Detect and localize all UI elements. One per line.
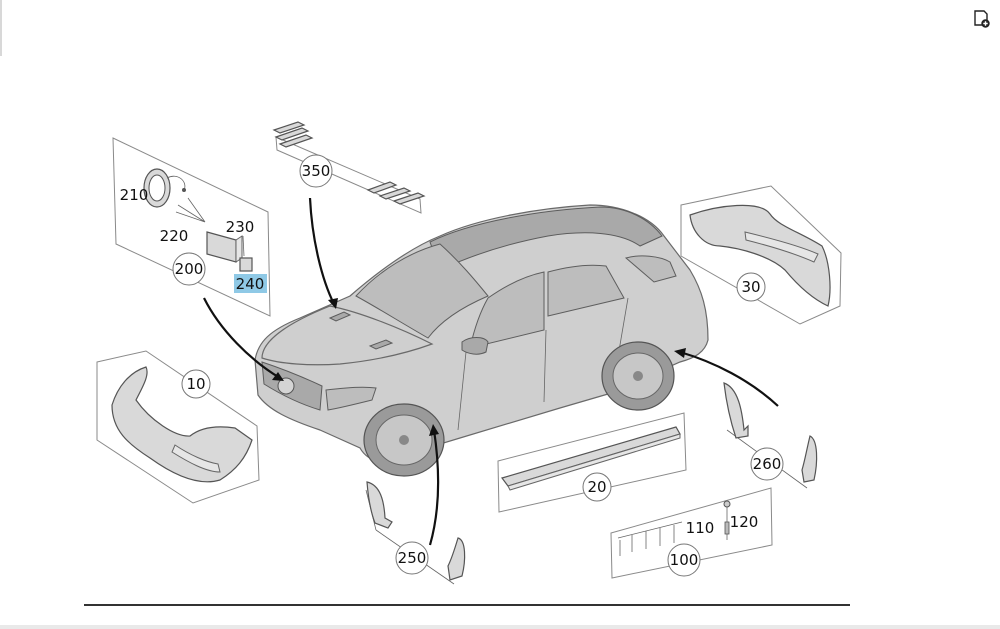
callout-110[interactable]: 110 [686, 519, 715, 537]
arrow-200 [203, 297, 284, 381]
panel-hood-vents [272, 121, 426, 214]
callout-100[interactable]: 100 [667, 543, 701, 577]
part-30-rear-bumper [689, 204, 831, 307]
bottom-scroll-strip [0, 625, 1000, 629]
part-110-clips [617, 521, 683, 556]
svg-text:200: 200 [175, 260, 204, 278]
bottom-divider [84, 604, 850, 606]
callout-20[interactable]: 20 [582, 472, 612, 502]
svg-text:350: 350 [302, 162, 331, 180]
svg-text:210: 210 [120, 186, 149, 204]
callout-10[interactable]: 10 [181, 369, 211, 399]
callout-120[interactable]: 120 [730, 513, 759, 531]
part-20-running-board [501, 426, 681, 491]
callout-210[interactable]: 210 [120, 186, 149, 204]
left-edge-bar [0, 0, 2, 56]
add-note-button[interactable] [970, 8, 992, 30]
panel-control-unit [112, 137, 271, 317]
callout-240-highlighted[interactable]: 240 [234, 274, 267, 293]
part-10-front-bumper [111, 366, 253, 483]
svg-text:100: 100 [670, 551, 699, 569]
callout-260[interactable]: 260 [750, 447, 784, 481]
panel-rear-bumper [680, 185, 842, 325]
part-350-vents [272, 121, 426, 205]
panel-trim-clips [610, 487, 773, 579]
callout-350[interactable]: 350 [299, 154, 333, 188]
arrow-250 [428, 424, 440, 546]
svg-text:240: 240 [236, 275, 265, 293]
svg-text:110: 110 [686, 519, 715, 537]
svg-text:10: 10 [186, 375, 205, 393]
part-210-sensor-ring [143, 168, 186, 208]
front-wheel [363, 403, 445, 477]
vehicle-illustration [254, 204, 709, 477]
note-add-icon [974, 10, 990, 28]
callout-200[interactable]: 200 [172, 252, 206, 286]
part-240-relay [239, 257, 253, 272]
svg-text:20: 20 [587, 478, 606, 496]
svg-text:230: 230 [226, 218, 255, 236]
callout-250[interactable]: 250 [395, 541, 429, 575]
part-230-module [206, 231, 243, 263]
callout-220[interactable]: 220 [160, 227, 189, 245]
svg-text:220: 220 [160, 227, 189, 245]
part-120-pin [723, 500, 731, 540]
rear-wheel [601, 341, 675, 411]
callout-230[interactable]: 230 [226, 218, 255, 236]
svg-text:250: 250 [398, 549, 427, 567]
svg-text:30: 30 [741, 278, 760, 296]
panel-running-board [497, 412, 687, 513]
svg-text:120: 120 [730, 513, 759, 531]
panel-front-bumper [96, 350, 260, 504]
arrow-350 [308, 197, 338, 309]
svg-text:260: 260 [753, 455, 782, 473]
arrow-260 [674, 348, 779, 407]
callout-30[interactable]: 30 [736, 272, 766, 302]
